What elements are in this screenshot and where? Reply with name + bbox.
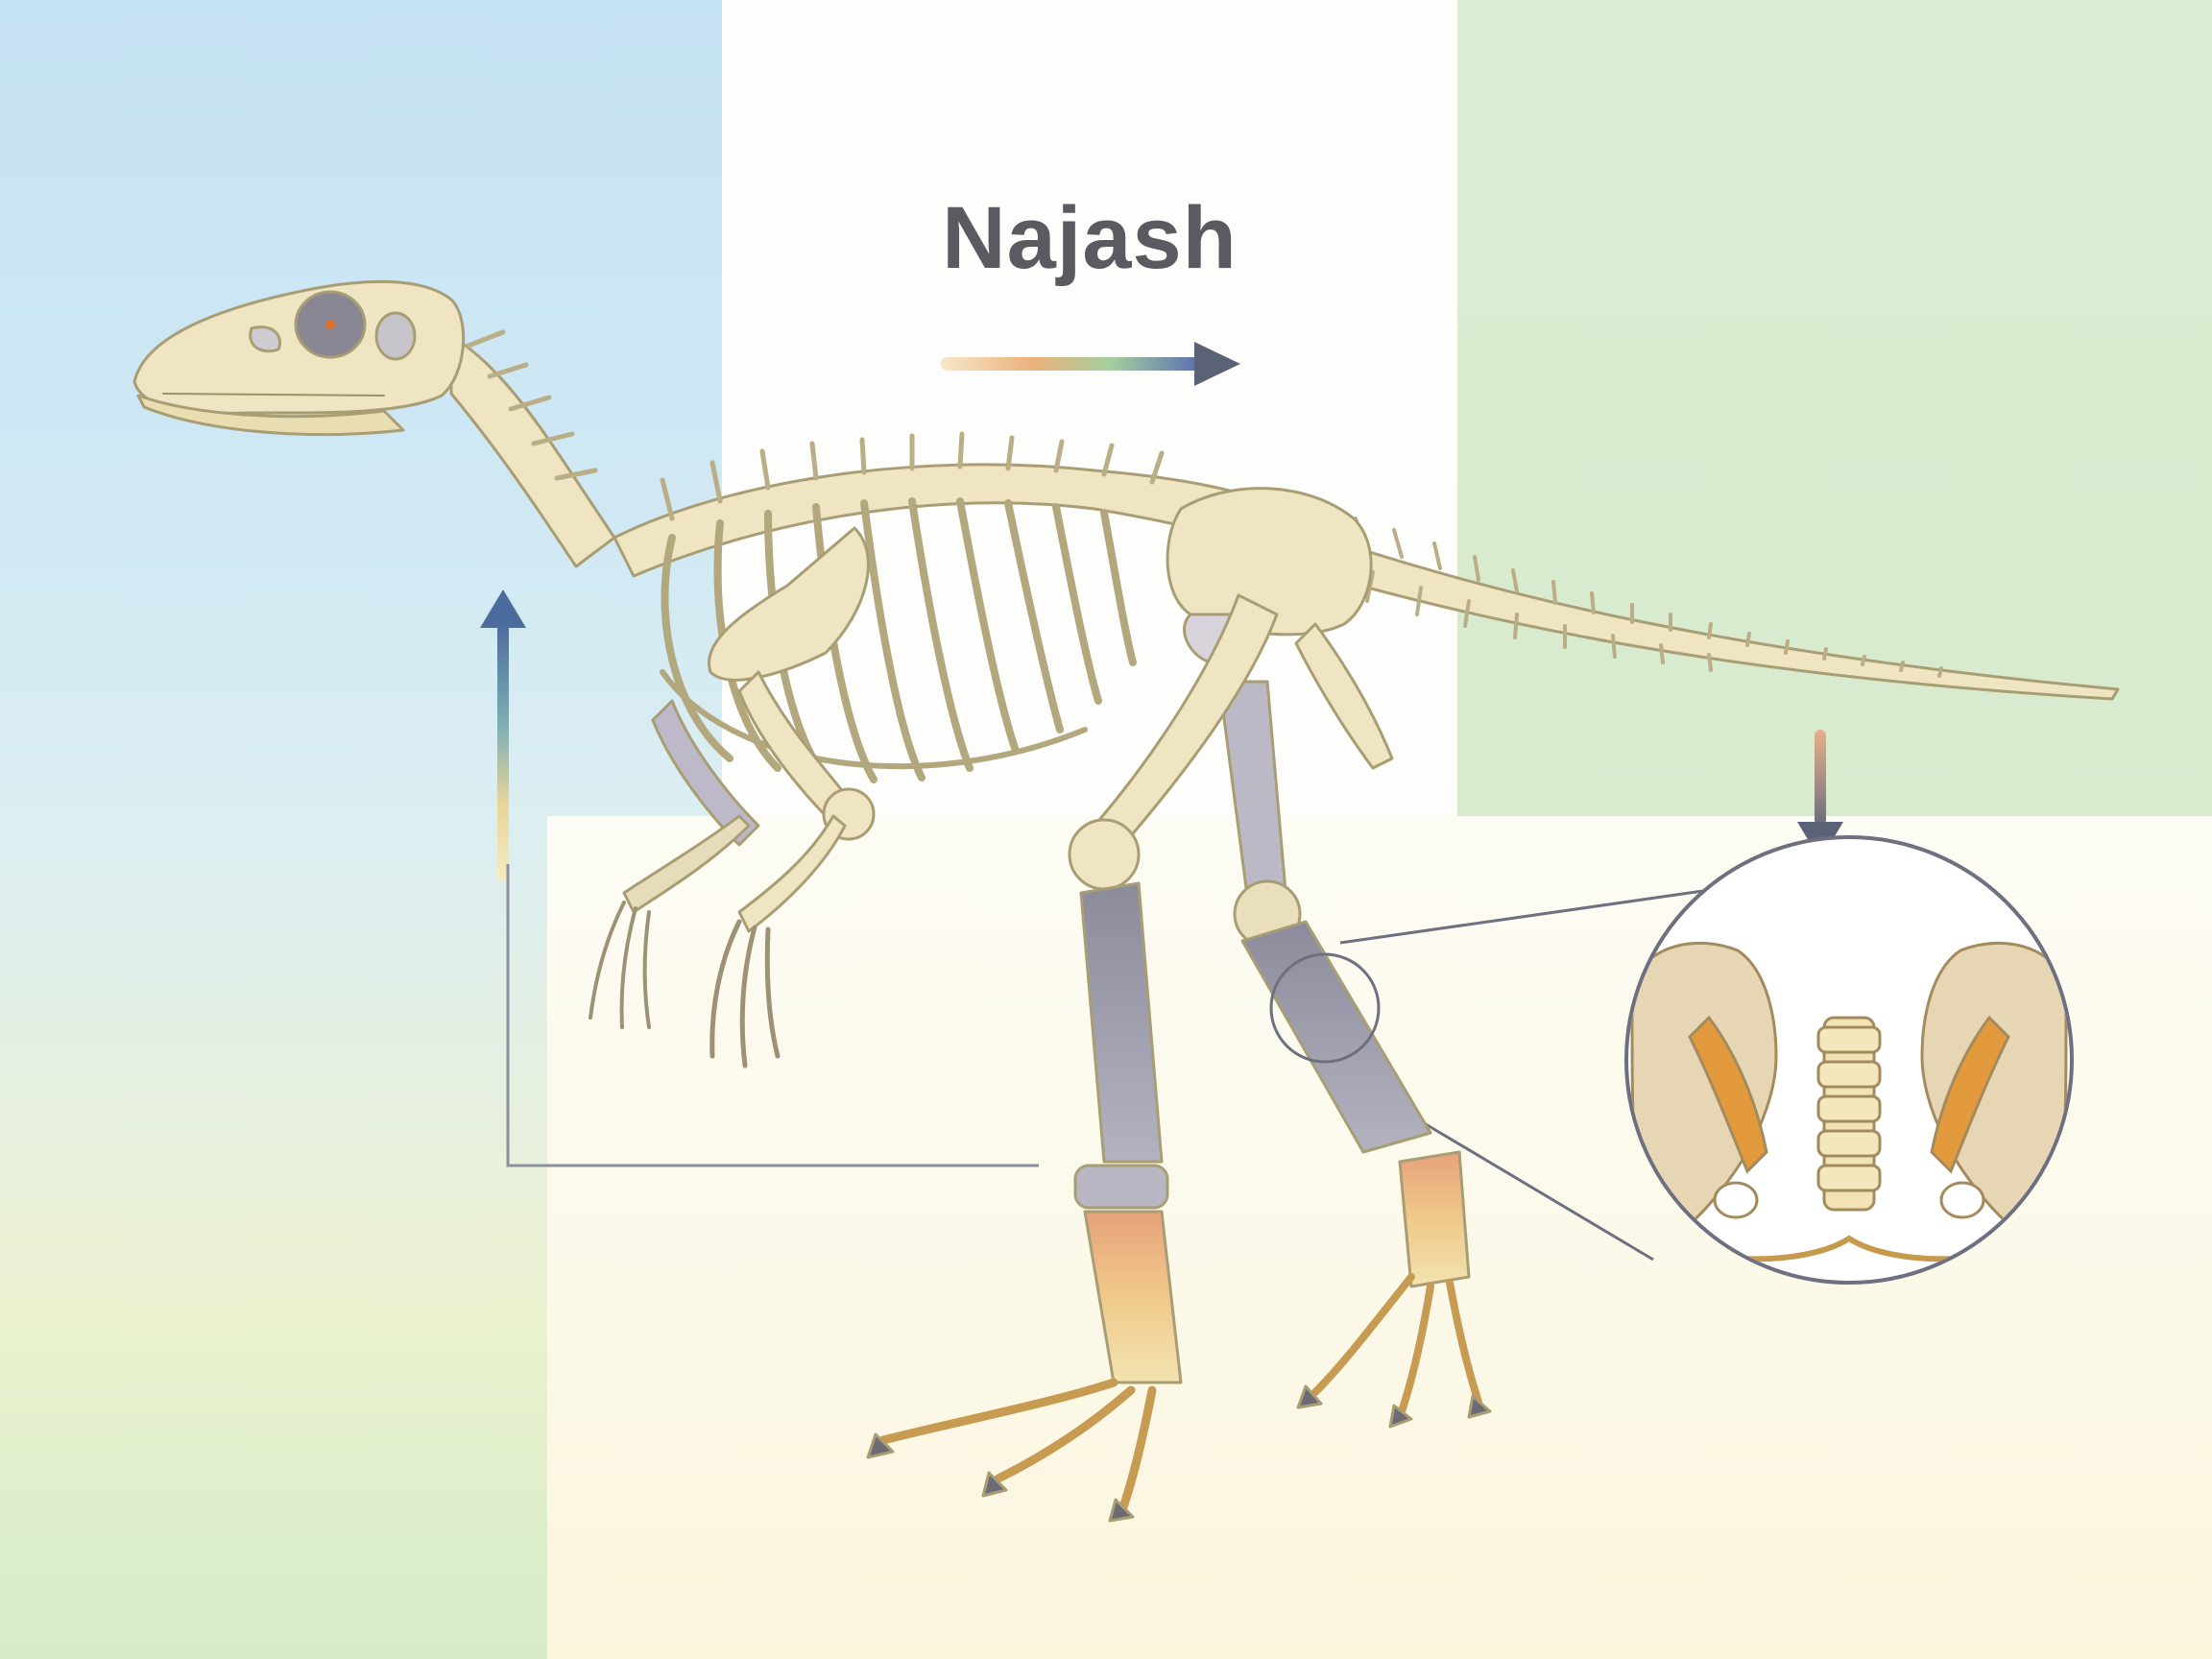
connector-line (506, 864, 1039, 1167)
hindlimb-near (866, 593, 1279, 1523)
hindlimb-far (1217, 680, 1492, 1429)
tail-vertebrae (1323, 517, 2120, 701)
up-arrow-icon (480, 589, 526, 881)
neck-vertebrae (449, 329, 616, 568)
zoom-source-circle (1269, 952, 1381, 1064)
forelimb-far (589, 699, 760, 1029)
background-panel-green (1457, 0, 2212, 816)
background-panel-blue-green (0, 816, 547, 1659)
magnifier-circle-icon (1624, 835, 2074, 1285)
dinosaur-skeleton (132, 279, 2120, 1523)
diagram-title: Najash (942, 189, 1238, 287)
skull (132, 279, 466, 437)
dorsal-vertebrae (613, 431, 1336, 578)
right-arrow-icon (941, 342, 1240, 386)
zoom-lines (1339, 883, 1744, 1262)
forelimb-near (708, 526, 876, 1069)
